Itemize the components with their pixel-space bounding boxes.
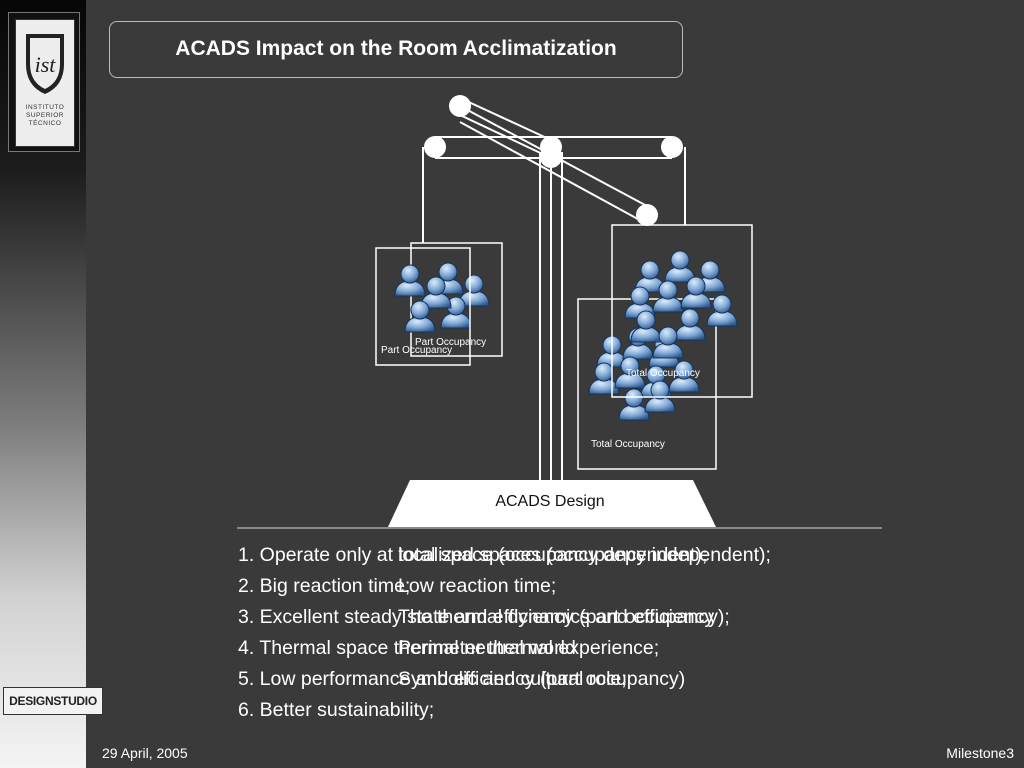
scale-base <box>388 480 716 527</box>
right-pan-label: Total Occupancy <box>591 439 665 450</box>
svg-text:ist: ist <box>35 52 57 77</box>
slide-title: ACADS Impact on the Room Acclimatization <box>175 37 617 60</box>
list-item: 6. Better sustainability; <box>238 699 435 721</box>
overlay-item: localized spaces (occupancy independent)… <box>398 544 771 566</box>
ist-logo-panel: ist INSTITUTO SUPERIOR TÉCNICO <box>15 19 75 147</box>
overlay-list: localized spaces (occupancy independent)… <box>398 540 771 695</box>
sidebar-gradient: ist INSTITUTO SUPERIOR TÉCNICO DESIGNSTU… <box>0 0 103 768</box>
title-box: ACADS Impact on the Room Acclimatization <box>109 21 683 78</box>
right-pan-label: Total Occupancy <box>626 368 700 379</box>
footer-date: 29 April, 2005 <box>102 745 188 761</box>
divider <box>237 527 882 529</box>
left-pan-label: Part Occupancy <box>381 345 453 356</box>
design-studio-logo: DESIGNSTUDIO <box>3 687 103 715</box>
ist-shield-icon: ist <box>26 34 64 94</box>
scale-joint <box>449 95 471 117</box>
list-item: 1. Operate only at total space (occupanc… <box>238 544 708 566</box>
list-item: 4. Thermal space thermal neutral world <box>238 637 576 659</box>
footer-milestone: Milestone3 <box>946 745 1014 761</box>
scale-beam <box>459 97 552 141</box>
overlay-item: Symbolic and cultural role; <box>398 668 627 690</box>
scale-base-label: ACADS Design <box>495 493 605 510</box>
overlay-item: Low reaction time; <box>398 575 557 597</box>
overlay-item: Perimeter thermal experience; <box>398 637 660 659</box>
left-pan-front <box>375 247 471 366</box>
list-item: 3. Excellent steady state and efficiency… <box>238 606 730 628</box>
right-pan-front <box>611 224 753 398</box>
overlay-item: The thermal dynamics and efficiency <box>398 606 715 628</box>
ist-logo: ist INSTITUTO SUPERIOR TÉCNICO <box>8 12 80 152</box>
ist-logo-text: INSTITUTO SUPERIOR TÉCNICO <box>25 104 65 127</box>
design-studio-logo-text: DESIGNSTUDIO <box>9 694 97 708</box>
list-item: 2. Big reaction time; <box>238 575 411 597</box>
left-pan-label: Part Occupancy <box>415 337 487 348</box>
list-item: 5. Low performance and efficiency (part … <box>238 668 686 690</box>
comparison-list: 1. Operate only at total space (occupanc… <box>238 540 730 726</box>
